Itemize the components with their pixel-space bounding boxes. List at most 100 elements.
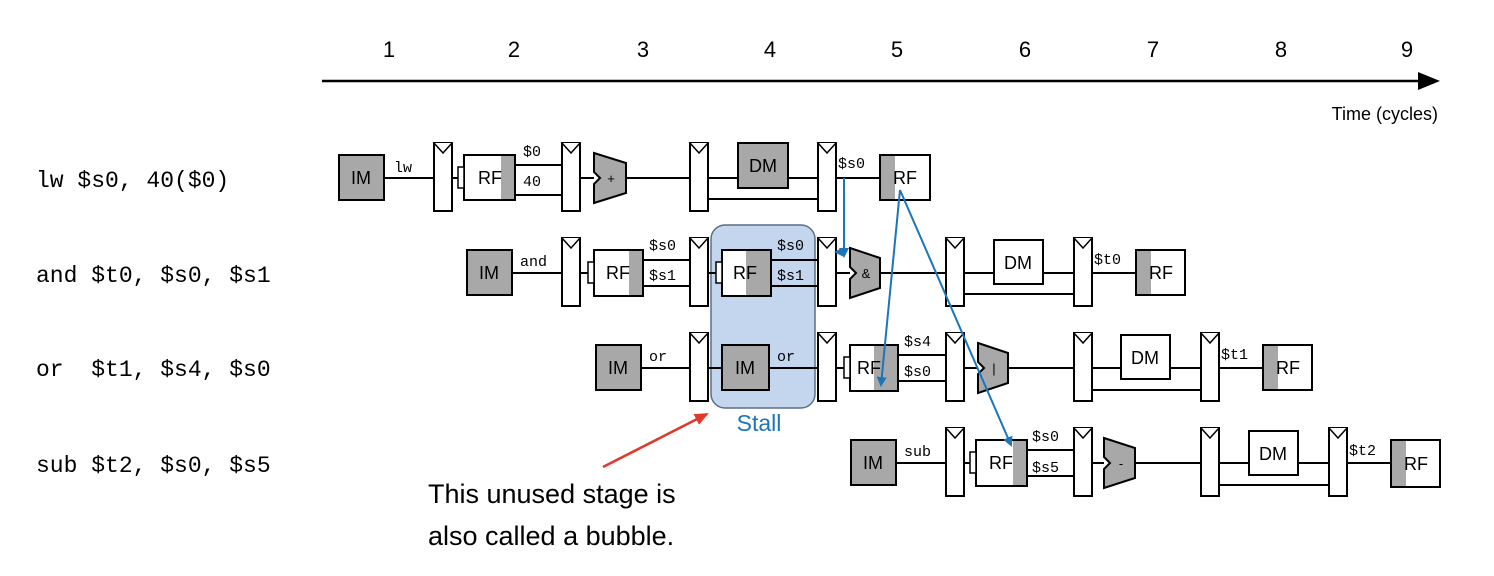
cycle-label: 5: [891, 37, 903, 62]
instruction-memory: [850, 439, 897, 486]
cycle-label: 9: [1401, 37, 1413, 62]
register-file-label: RF: [893, 168, 917, 188]
register-file-write-half: [1392, 441, 1406, 486]
forward-arrow-rf-to-sub: [899, 189, 1013, 447]
register-file-label: RF: [989, 453, 1013, 473]
stall-fetch-label: or: [777, 349, 795, 366]
source-b-label: $s5: [1032, 460, 1059, 477]
instruction-label: sub $t2, $s0, $s5: [36, 453, 271, 479]
cycle-label: 3: [637, 37, 649, 62]
fetch-label: sub: [904, 444, 931, 461]
register-file-write-half: [1137, 251, 1151, 294]
clock-notch: [817, 142, 837, 155]
clock-notch: [817, 237, 837, 250]
instruction-memory: [466, 249, 513, 296]
data-memory: [737, 142, 789, 189]
alu-sign: |: [992, 361, 995, 376]
dest-label: $t2: [1349, 443, 1376, 460]
instruction-memory-stalled: [721, 344, 770, 391]
register-file-label: RF: [478, 168, 502, 188]
register-file-read-half: [1013, 441, 1026, 485]
dest-label: $t0: [1094, 252, 1121, 269]
cycle-label: 4: [764, 37, 776, 62]
time-axis-arrowhead: [1418, 72, 1440, 90]
cycle-label: 8: [1275, 37, 1287, 62]
source-a-label: $s0: [1032, 429, 1059, 446]
instruction-memory: [338, 154, 385, 201]
data-memory-label: DM: [749, 156, 777, 176]
data-memory-label: DM: [1259, 444, 1287, 464]
source-a-label: $0: [523, 144, 541, 161]
source-b-label: $s1: [649, 268, 676, 285]
cycle-label: 2: [508, 37, 520, 62]
forward-arrow-lw-to-and: [834, 178, 845, 257]
source-b-label: 40: [523, 174, 541, 191]
register-file-label: RF: [1276, 358, 1300, 378]
cycle-labels: 1 2 3 4 5 6 7 8 9: [383, 37, 1413, 62]
fetch-label: lw: [394, 160, 412, 177]
data-memory-label: DM: [1004, 253, 1032, 273]
row-sub-units: IM sub RF $s0 $s5 - DM $t2 RF: [850, 427, 1441, 497]
data-memory: [993, 239, 1044, 285]
alu: [1103, 436, 1136, 490]
stall-source-b-label: $s1: [777, 268, 804, 285]
time-axis-label: Time (cycles): [1332, 104, 1438, 124]
alu: [977, 341, 1009, 395]
register-file-read-half: [746, 251, 770, 295]
register-file-write-half: [1264, 346, 1278, 389]
cycle-label: 1: [383, 37, 395, 62]
forward-arrow-rf-to-or: [876, 189, 901, 387]
row-and-units: IM and RF $s0 $s1 RF $s0 $s1 & DM $t0 RF: [466, 237, 1186, 307]
clock-notch: [433, 142, 453, 155]
clock-notch: [561, 237, 581, 250]
bubble-note-line-1: This unused stage is: [428, 479, 676, 509]
cycle-label: 6: [1019, 37, 1031, 62]
clock-notch: [1200, 332, 1220, 345]
instruction-label: or $t1, $s4, $s0: [36, 357, 271, 383]
alu-sign: &: [862, 266, 871, 281]
cycle-label: 7: [1147, 37, 1159, 62]
instruction-label: and $t0, $s0, $s1: [36, 263, 271, 289]
dest-label: $s0: [838, 156, 865, 173]
data-memory: [1120, 334, 1171, 380]
instruction-memory-label: IM: [479, 263, 499, 283]
clock-notch: [1328, 427, 1348, 440]
clock-notch: [561, 142, 581, 155]
row-or-units: IM or IM or RF $s4 $s0 | DM $t1 RF: [595, 332, 1313, 402]
clock-notch: [689, 237, 709, 250]
stall-source-a-label: $s0: [777, 238, 804, 255]
alu: [593, 151, 627, 205]
register-file-label: RF: [857, 358, 881, 378]
dest-label: $t1: [1221, 347, 1248, 364]
source-a-label: $s4: [904, 334, 931, 351]
stall-label: Stall: [737, 410, 782, 436]
data-memory-label: DM: [1131, 348, 1159, 368]
clock-notch: [1073, 427, 1093, 440]
register-file-label: RF: [1404, 454, 1428, 474]
instruction-memory: [595, 344, 642, 391]
instruction-memory-label: IM: [735, 358, 755, 378]
clock-notch: [945, 332, 965, 345]
instruction-memory-label: IM: [863, 453, 883, 473]
bubble-note-line-2: also called a bubble.: [428, 521, 674, 551]
clock-notch: [1200, 427, 1220, 440]
alu-sign: -: [1119, 456, 1123, 471]
instruction-memory-label: IM: [351, 168, 371, 188]
clock-notch: [945, 237, 965, 250]
register-file-label: RF: [733, 263, 757, 283]
forwarding-arrows: [834, 178, 1013, 447]
fetch-label: or: [649, 349, 667, 366]
clock-notch: [1073, 332, 1093, 345]
register-file-label: RF: [1149, 263, 1173, 283]
instruction-label: lw $s0, 40($0): [36, 168, 229, 194]
bubble-note-arrow: [602, 412, 709, 469]
source-a-label: $s0: [649, 238, 676, 255]
instruction-memory-label: IM: [608, 358, 628, 378]
clock-notch: [945, 427, 965, 440]
clock-notch: [689, 332, 709, 345]
data-memory: [1248, 430, 1299, 476]
row-lw-units: IM lw RF $0 40 + DM $s0 RF: [338, 142, 931, 212]
clock-notch: [1073, 237, 1093, 250]
